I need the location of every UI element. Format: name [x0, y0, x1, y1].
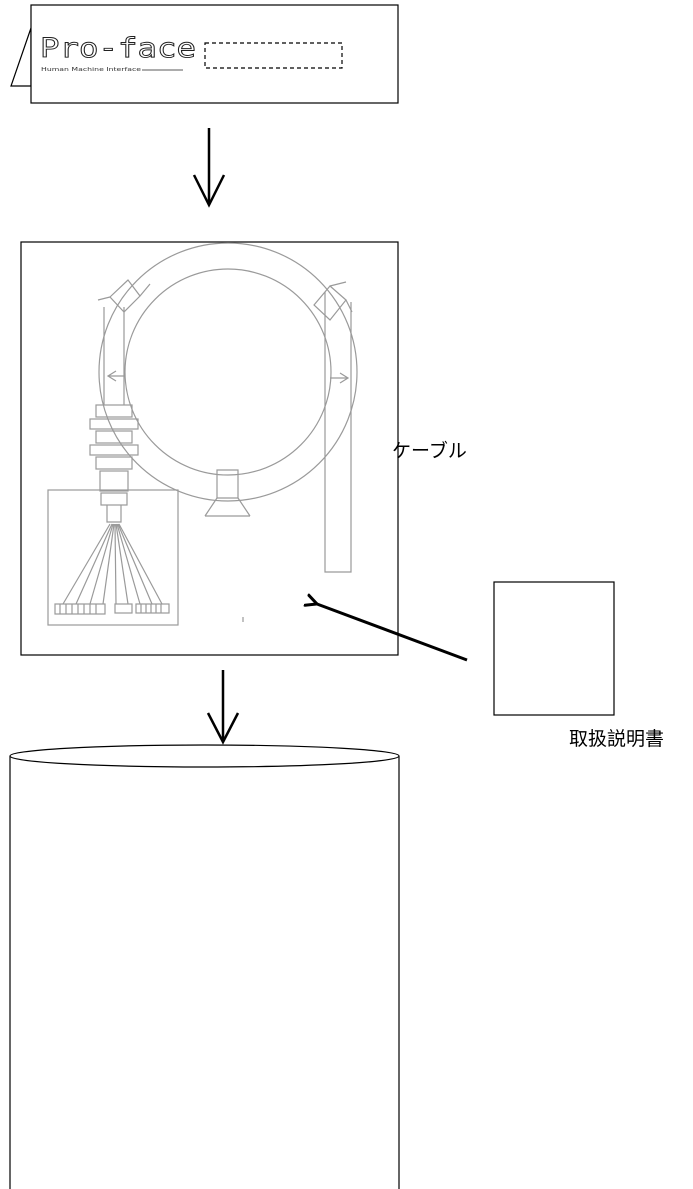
- pro-face-card: Pro-face Human Machine Interface: [10, 4, 399, 104]
- cable-label: ケーブル: [392, 439, 467, 462]
- card-brand-tagline: Human Machine Interface: [41, 67, 141, 73]
- cable-box-frame: [20, 241, 399, 656]
- cable-box: [20, 241, 399, 656]
- bag-body: [10, 756, 399, 1189]
- packing-bag: [9, 744, 400, 1189]
- down-arrow-1: [192, 128, 226, 208]
- manual-label: 取扱説明書: [569, 728, 664, 750]
- manual-to-cable-arrow: [317, 604, 468, 662]
- bag-opening: [9, 744, 400, 768]
- card-fold-flap: [10, 27, 32, 87]
- card-front: [30, 4, 399, 104]
- manual-box: [493, 581, 615, 716]
- down-arrow-2: [206, 670, 240, 745]
- cable-drawing: [47, 242, 358, 626]
- card-label-slot: [204, 42, 343, 69]
- card-brand-logo: Pro-face: [40, 33, 196, 64]
